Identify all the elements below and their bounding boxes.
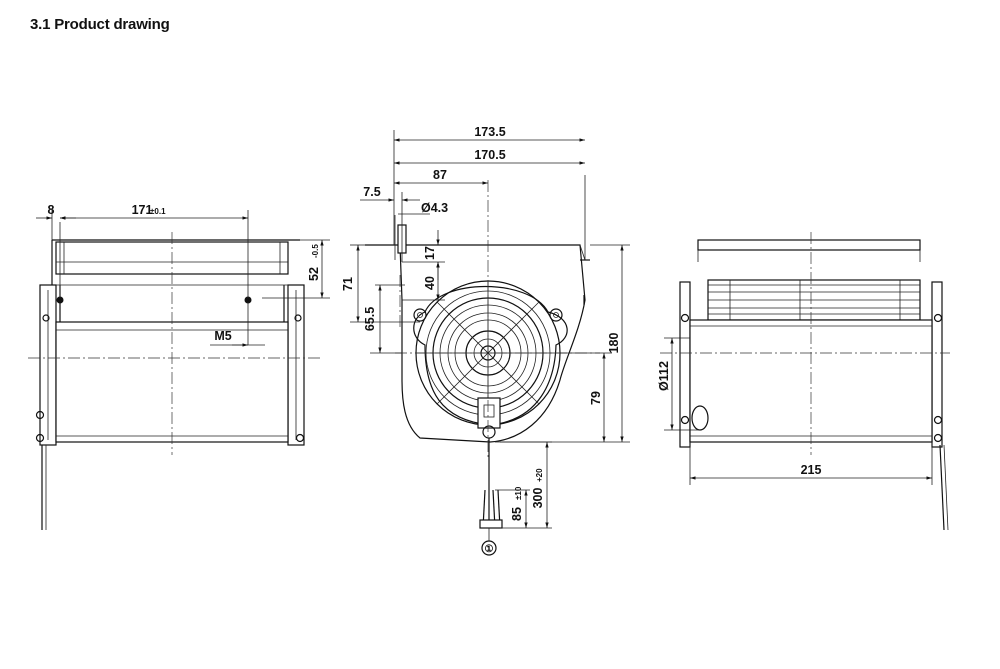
right-top-plate bbox=[697, 239, 921, 251]
left-side-view bbox=[28, 210, 330, 530]
dim-52-label: 52 bbox=[307, 267, 321, 281]
dim-171-tolerance: ±0.1 bbox=[150, 207, 166, 216]
dim-300-label: 300 bbox=[531, 488, 545, 509]
dim-52-tolerance: -0.5 bbox=[311, 244, 320, 258]
page-title: 3.1 Product drawing bbox=[30, 16, 170, 33]
left-mount-hole-2 bbox=[244, 296, 252, 304]
dim-170-5-label: 170.5 bbox=[474, 148, 505, 162]
dia-112-label: Ø112 bbox=[657, 361, 671, 391]
dim-8-label: 8 bbox=[48, 203, 55, 217]
dim-171-label: 171 bbox=[132, 203, 153, 217]
front-connector bbox=[477, 397, 501, 429]
dim-300-tolerance: +20 bbox=[535, 468, 544, 482]
dim-79-label: 79 bbox=[589, 391, 603, 405]
dim-17-label: 17 bbox=[423, 246, 437, 260]
thread-m5-label: M5 bbox=[214, 329, 231, 343]
front-view bbox=[350, 130, 630, 556]
right-side-view bbox=[660, 232, 950, 531]
dim-40-label: 40 bbox=[423, 276, 437, 290]
dim-7-5-label: 7.5 bbox=[363, 185, 380, 199]
right-bracket-left bbox=[679, 281, 691, 448]
dim-173-5-label: 173.5 bbox=[474, 125, 505, 139]
dim-87-label: 87 bbox=[433, 168, 447, 182]
dim-65-5-label: 65.5 bbox=[363, 307, 377, 331]
dim-71-label: 71 bbox=[341, 277, 355, 291]
dim-85-label: 85 bbox=[510, 507, 524, 521]
callout-number: ① bbox=[485, 544, 494, 555]
dim-85-tolerance: ±10 bbox=[514, 486, 523, 500]
left-mount-hole-1 bbox=[56, 296, 64, 304]
dim-180-label: 180 bbox=[607, 333, 621, 354]
hole-dia-label: Ø4.3 bbox=[421, 201, 448, 215]
dim-215-label: 215 bbox=[801, 463, 822, 477]
